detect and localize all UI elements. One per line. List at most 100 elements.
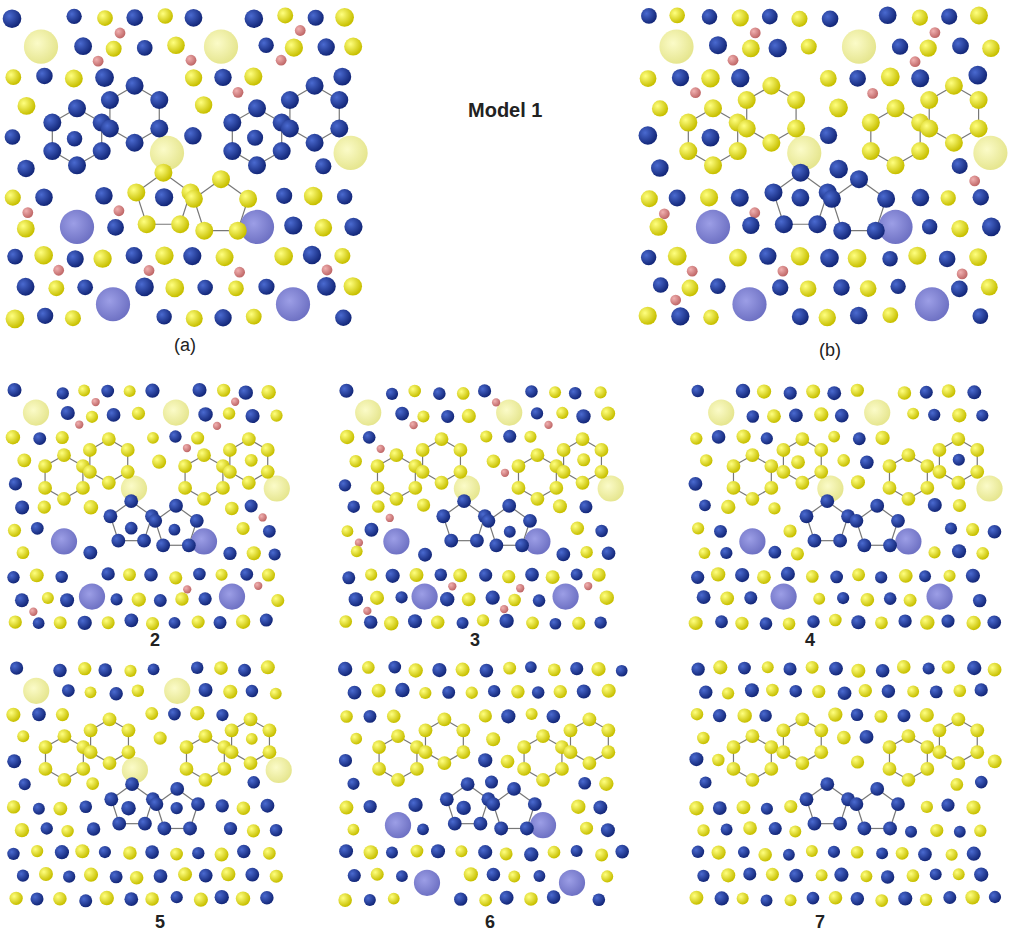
small-atom — [867, 88, 878, 99]
ring-atom — [945, 134, 963, 152]
atom — [303, 246, 321, 264]
atom — [192, 847, 204, 859]
atom — [729, 249, 747, 267]
small-atom — [930, 27, 941, 38]
atom — [838, 686, 852, 700]
atom — [237, 845, 250, 858]
ring-atom — [39, 762, 53, 776]
atom — [593, 893, 606, 906]
atom — [55, 845, 69, 859]
atom — [789, 408, 803, 422]
ring-atom — [125, 777, 139, 791]
atom — [875, 571, 887, 583]
atom — [186, 310, 203, 327]
atom — [65, 70, 83, 88]
ring-atom — [887, 156, 905, 174]
atom — [9, 615, 22, 628]
atom — [820, 127, 837, 144]
ring-atom — [242, 476, 256, 490]
ring-atom — [486, 797, 500, 811]
atom — [269, 548, 281, 560]
atom — [735, 617, 748, 630]
atom — [713, 709, 726, 722]
atom — [199, 869, 213, 883]
atom — [479, 569, 492, 582]
atom — [95, 187, 113, 205]
ring-atom — [764, 481, 778, 495]
atom — [260, 891, 273, 904]
atom — [165, 279, 184, 298]
atom — [454, 893, 467, 906]
large-atom — [895, 528, 921, 554]
atom — [124, 385, 136, 397]
atom — [691, 663, 704, 676]
atom — [107, 219, 124, 236]
ring-atom — [470, 534, 484, 548]
atom — [17, 278, 35, 296]
atom — [524, 892, 538, 906]
large-atom — [385, 812, 411, 838]
ring-atom — [104, 792, 118, 806]
atom — [417, 410, 429, 422]
atom — [145, 892, 159, 906]
ring-atom — [154, 164, 172, 182]
atom — [641, 8, 657, 24]
atom — [371, 868, 384, 881]
atom — [478, 845, 492, 859]
large-atom — [530, 812, 556, 838]
ring-atom — [820, 494, 834, 508]
atom — [697, 824, 709, 836]
atom — [892, 39, 908, 55]
atom — [263, 525, 276, 538]
large-atom — [204, 30, 238, 64]
atom — [3, 9, 22, 28]
ring-atom — [970, 443, 984, 457]
atom — [7, 571, 19, 583]
large-atom — [276, 287, 310, 321]
atom — [672, 69, 689, 86]
atom — [86, 777, 99, 790]
atom — [388, 661, 401, 674]
atom — [653, 277, 669, 293]
atom — [601, 823, 615, 837]
large-atom — [739, 528, 765, 554]
atom — [124, 613, 138, 627]
atom — [56, 431, 69, 444]
ring-atom — [372, 762, 386, 776]
ring-atom — [84, 745, 98, 759]
atom — [384, 616, 398, 630]
atom — [60, 593, 74, 607]
atom — [111, 593, 123, 605]
atom — [145, 707, 158, 720]
ring-atom — [727, 740, 741, 754]
atom — [33, 432, 46, 445]
ring-atom — [883, 740, 897, 754]
ring-atom — [867, 222, 885, 240]
large-atom — [696, 210, 730, 244]
atom — [829, 614, 842, 627]
atom — [578, 777, 591, 790]
atom — [387, 710, 401, 724]
atom — [258, 38, 273, 53]
atom — [731, 189, 749, 207]
atom — [556, 548, 570, 562]
atom — [966, 616, 980, 630]
atom — [919, 570, 931, 582]
ring-atom — [93, 142, 111, 160]
ring-atom — [857, 538, 871, 552]
small-atom — [213, 422, 221, 430]
atom — [244, 68, 262, 86]
atom — [700, 454, 712, 466]
ring-atom — [870, 782, 884, 796]
ring-atom — [679, 142, 697, 160]
ring-atom — [920, 120, 938, 138]
atom — [928, 546, 940, 558]
atom — [742, 217, 759, 234]
atom — [601, 870, 613, 882]
atom — [34, 246, 53, 265]
small-atom — [386, 514, 394, 522]
atom — [107, 408, 121, 422]
atom — [87, 822, 100, 835]
large-atom — [842, 30, 876, 64]
atom — [80, 800, 93, 813]
